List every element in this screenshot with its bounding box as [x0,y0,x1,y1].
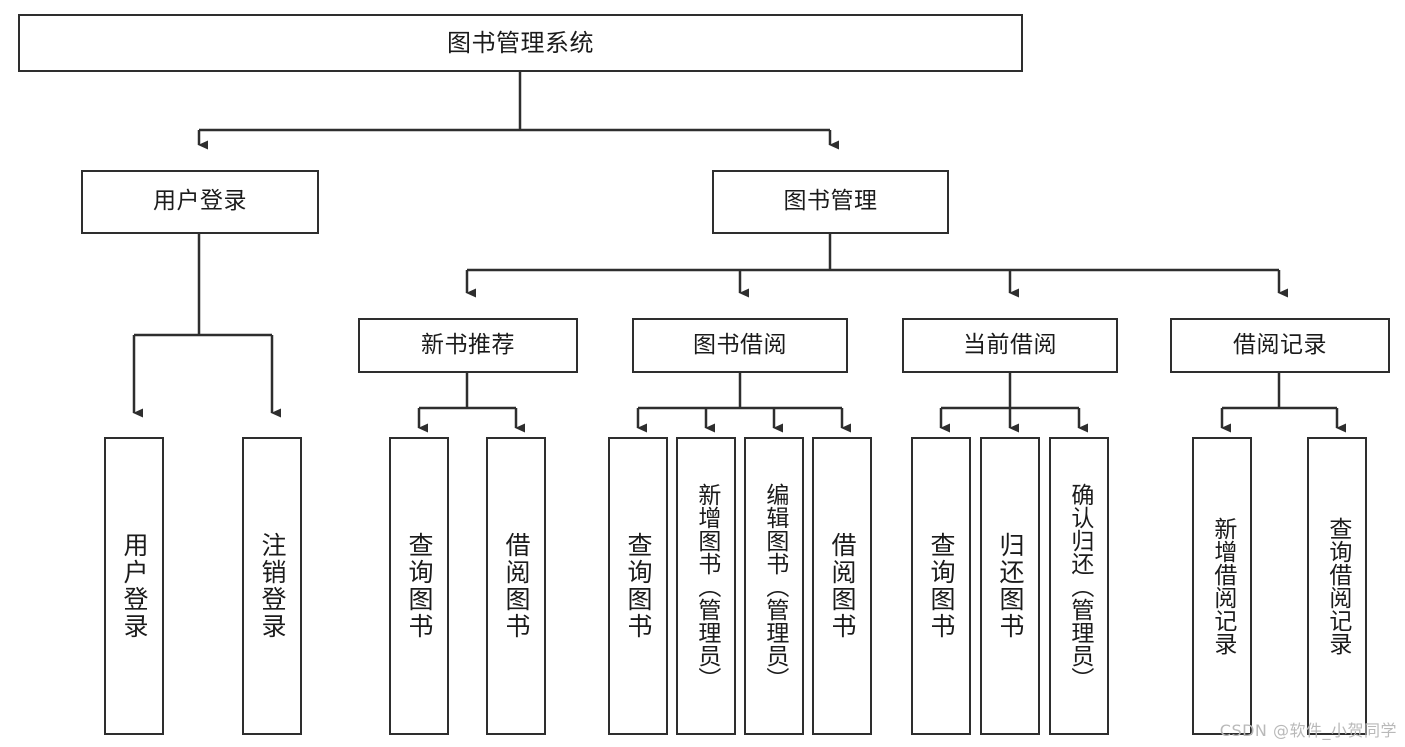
node-new-book-recommendation-label: 新书推荐 [421,331,515,358]
node-borrow-record[interactable]: 借阅记录 [1170,318,1390,373]
leaf-borrow-borrow-book[interactable]: 借阅图书 [812,437,872,735]
leaf-user-login-label: 用户登录 [120,532,149,640]
node-current-borrowing-label: 当前借阅 [963,331,1057,358]
leaf-borrow-query-book[interactable]: 查询图书 [608,437,668,735]
leaf-current-query-book[interactable]: 查询图书 [911,437,971,735]
leaf-record-query-record-label: 查询借阅记录 [1324,517,1351,655]
leaf-borrow-edit-book-label: 编辑图书（管理员） [761,482,788,690]
leaf-record-add-record[interactable]: 新增借阅记录 [1192,437,1252,735]
leaf-borrow-add-book[interactable]: 新增图书（管理员） [676,437,736,735]
node-new-book-recommendation[interactable]: 新书推荐 [358,318,578,373]
leaf-borrow-borrow-book-label: 借阅图书 [828,532,857,640]
node-current-borrowing[interactable]: 当前借阅 [902,318,1118,373]
node-book-management[interactable]: 图书管理 [712,170,949,234]
leaf-newbook-borrow-book[interactable]: 借阅图书 [486,437,546,735]
leaf-newbook-query-book[interactable]: 查询图书 [389,437,449,735]
node-user-login-label: 用户登录 [153,188,247,215]
leaf-current-return-book[interactable]: 归还图书 [980,437,1040,735]
leaf-borrow-add-book-label: 新增图书（管理员） [693,482,720,690]
leaf-user-logout-label: 注销登录 [258,532,287,640]
leaf-newbook-borrow-book-label: 借阅图书 [502,532,531,640]
leaf-user-logout[interactable]: 注销登录 [242,437,302,735]
node-user-login[interactable]: 用户登录 [81,170,319,234]
leaf-current-query-book-label: 查询图书 [927,532,956,640]
leaf-record-add-record-label: 新增借阅记录 [1209,517,1236,655]
leaf-borrow-edit-book[interactable]: 编辑图书（管理员） [744,437,804,735]
leaf-current-confirm-return[interactable]: 确认归还（管理员） [1049,437,1109,735]
leaf-newbook-query-book-label: 查询图书 [405,532,434,640]
leaf-borrow-query-book-label: 查询图书 [624,532,653,640]
node-book-management-label: 图书管理 [783,188,878,215]
leaf-current-confirm-return-label: 确认归还（管理员） [1066,482,1093,690]
node-book-borrowing[interactable]: 图书借阅 [632,318,848,373]
node-book-borrowing-label: 图书借阅 [693,331,787,358]
leaf-current-return-book-label: 归还图书 [996,532,1025,640]
leaf-user-login[interactable]: 用户登录 [104,437,164,735]
leaf-record-query-record[interactable]: 查询借阅记录 [1307,437,1367,735]
node-root-system-label: 图书管理系统 [447,28,594,57]
node-root-system[interactable]: 图书管理系统 [18,14,1023,72]
node-borrow-record-label: 借阅记录 [1233,331,1327,358]
